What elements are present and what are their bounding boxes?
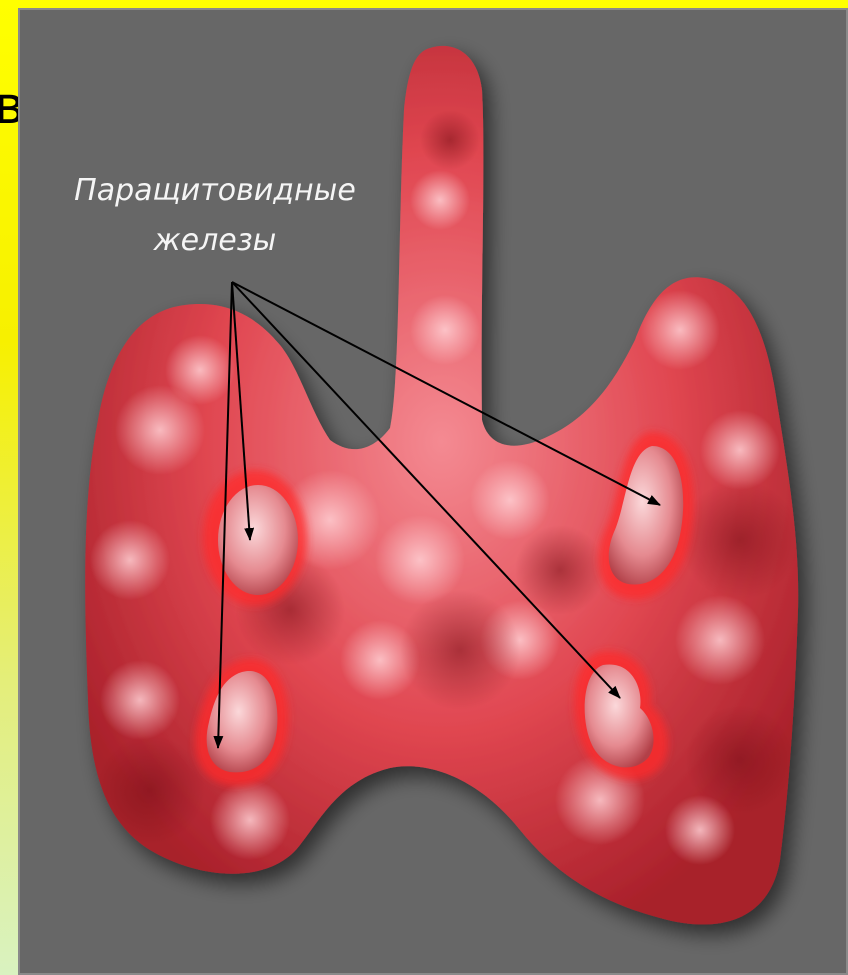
caption-line-1: Паращитовидные [74,173,356,208]
parathyroid-upper-left [203,470,307,606]
caption-line-2: железы [153,223,277,258]
